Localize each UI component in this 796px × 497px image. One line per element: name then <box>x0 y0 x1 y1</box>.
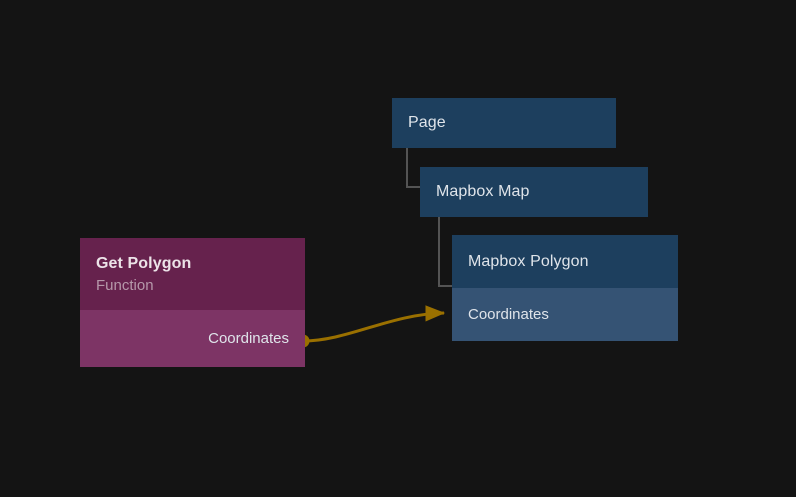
output-port-label-coordinates: Coordinates <box>208 330 289 347</box>
node-page-header[interactable]: Page <box>392 98 616 148</box>
link-edge-path <box>302 305 446 343</box>
node-page[interactable]: Page <box>392 98 616 148</box>
node-get-polygon-header[interactable]: Get Polygon Function <box>80 238 305 310</box>
node-get-polygon-title: Get Polygon <box>96 254 192 272</box>
node-mapbox-map[interactable]: Mapbox Map <box>420 167 648 217</box>
node-page-title: Page <box>408 114 446 131</box>
node-mapbox-polygon[interactable]: Mapbox Polygon Coordinates <box>452 235 678 341</box>
node-mapbox-map-title: Mapbox Map <box>436 183 530 200</box>
node-mapbox-polygon-title: Mapbox Polygon <box>468 252 589 270</box>
node-get-polygon-row-coordinates[interactable]: Coordinates <box>80 310 305 367</box>
input-port-label-coordinates: Coordinates <box>468 306 549 323</box>
node-mapbox-polygon-row-coordinates[interactable]: Coordinates <box>452 288 678 341</box>
node-get-polygon-subtitle: Function <box>96 276 154 294</box>
connector-vertical-line <box>438 217 440 287</box>
connector-vertical-line <box>406 148 408 188</box>
node-mapbox-polygon-header[interactable]: Mapbox Polygon <box>452 235 678 288</box>
node-get-polygon[interactable]: Get Polygon Function Coordinates <box>80 238 305 367</box>
node-mapbox-map-header[interactable]: Mapbox Map <box>420 167 648 217</box>
